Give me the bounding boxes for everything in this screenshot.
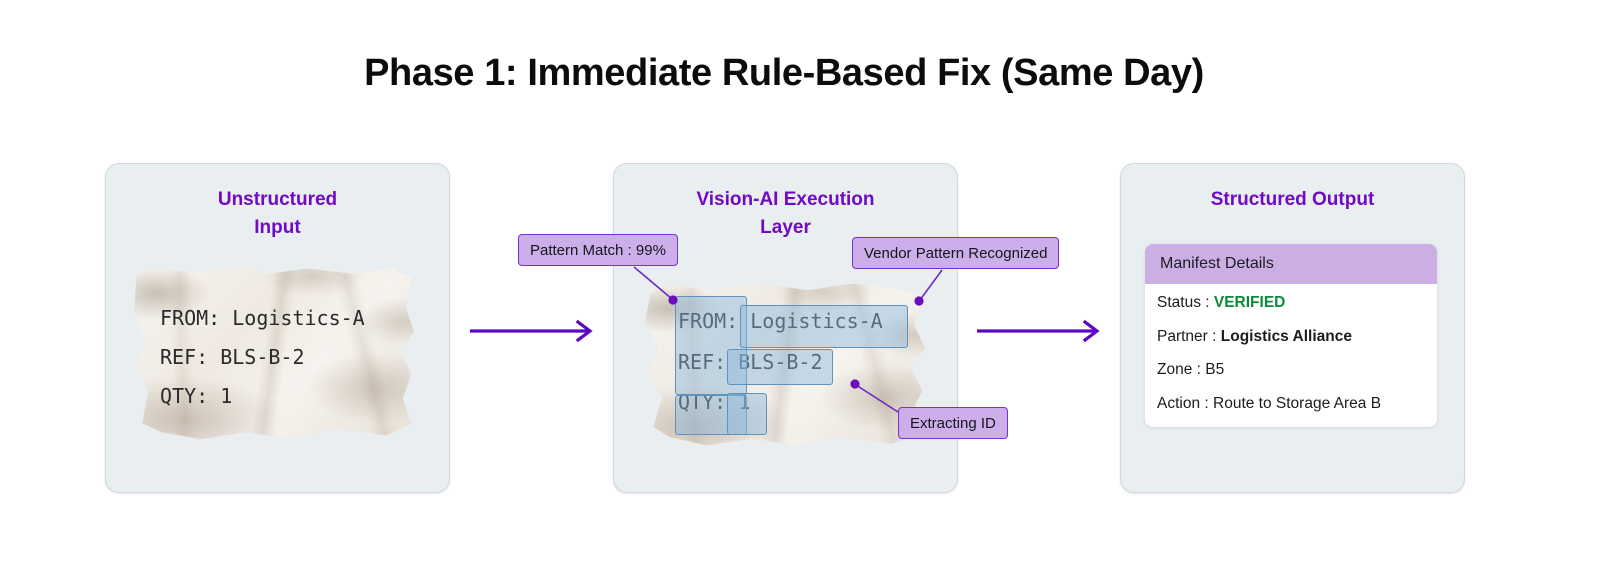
paper-line-ref: REF: BLS-B-2	[160, 345, 305, 369]
manifest-value-action: Route to Storage Area B	[1213, 394, 1382, 412]
manifest-sep-action: :	[1200, 394, 1214, 412]
manifest-details-card: Manifest Details Status : VERIFIED Partn…	[1145, 244, 1437, 427]
manifest-key-status: Status	[1157, 294, 1201, 311]
manifest-row-action: Action : Route to Storage Area B	[1157, 394, 1437, 412]
manifest-value-partner: Logistics Alliance	[1220, 327, 1352, 345]
ocr-box-field-keys	[675, 296, 747, 395]
manifest-row-zone: Zone : B5	[1157, 362, 1437, 378]
manifest-row-partner: Partner : Logistics Alliance	[1157, 327, 1437, 345]
badge-vendor-pattern-recognized[interactable]: Vendor Pattern Recognized	[852, 237, 1060, 269]
manifest-row-status: Status : VERIFIED	[1157, 295, 1437, 311]
manifest-sep-partner: :	[1207, 327, 1221, 345]
flow-arrow-input-to-vision	[470, 319, 593, 343]
ocr-box-qty-key	[675, 395, 747, 435]
manifest-sep-zone: :	[1192, 361, 1206, 378]
panel-title-structured-output: Structured Output	[1210, 189, 1375, 210]
manifest-value-status: VERIFIED	[1213, 294, 1286, 311]
manifest-sep-status: :	[1200, 294, 1214, 311]
manifest-key-action: Action	[1157, 394, 1201, 412]
torn-paper-label-vision: FROM: Logistics-A REF: BLS-B-2 QTY: 1	[645, 283, 925, 446]
torn-paper-label-input: FROM: Logistics-A REF: BLS-B-2 QTY: 1	[134, 266, 414, 440]
panel-title-vision-ai-execution-layer: Vision-AI Execution Layer	[696, 189, 875, 238]
paper-line-qty: QTY: 1	[160, 384, 233, 408]
ocr-box-from-value	[740, 305, 908, 348]
manifest-key-zone: Zone	[1157, 361, 1193, 378]
manifest-value-zone: B5	[1205, 361, 1225, 378]
flow-arrow-vision-to-output	[977, 319, 1100, 343]
ocr-box-ref-value	[727, 349, 833, 385]
paper-line-ref-vision: REF: BLS-B-2	[678, 350, 823, 374]
paper-line-from: FROM: Logistics-A	[160, 306, 365, 330]
manifest-key-partner: Partner	[1157, 327, 1208, 345]
manifest-details-rows: Status : VERIFIED Partner : Logistics Al…	[1145, 284, 1437, 411]
ocr-box-qty-value	[727, 393, 767, 435]
paper-line-from-vision: FROM: Logistics-A	[678, 309, 883, 333]
badge-pattern-match[interactable]: Pattern Match : 99%	[518, 234, 678, 266]
manifest-details-header: Manifest Details	[1145, 244, 1437, 284]
badge-extracting-id[interactable]: Extracting ID	[898, 407, 1008, 439]
page-title: Phase 1: Immediate Rule-Based Fix (Same …	[364, 52, 1204, 94]
panel-title-unstructured-input: Unstructured Input	[217, 189, 338, 238]
